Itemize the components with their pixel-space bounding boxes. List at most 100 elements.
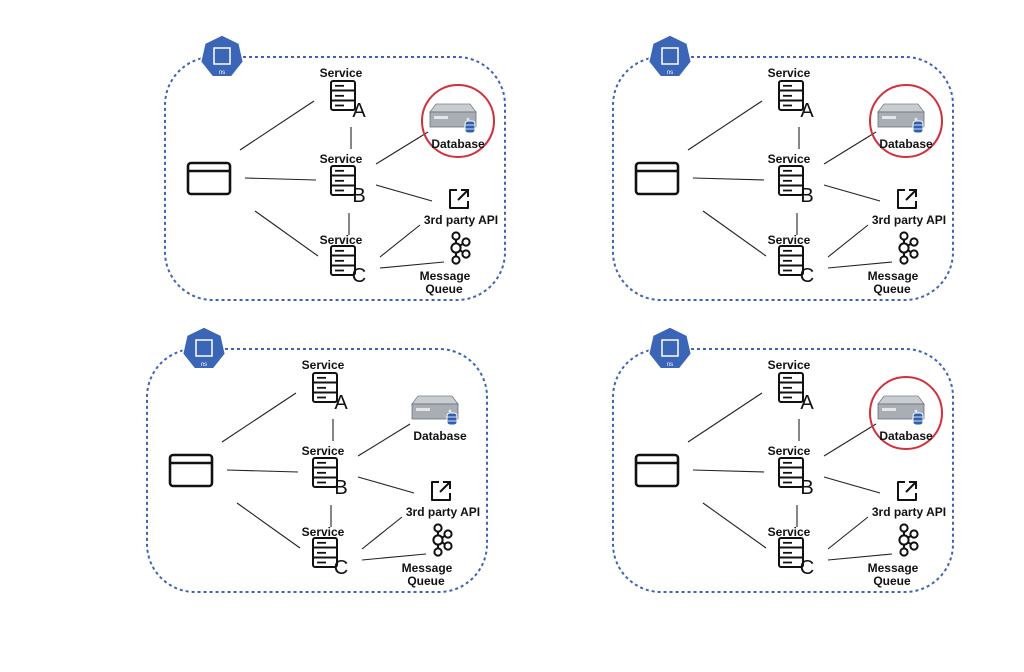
drive-bay (882, 408, 896, 411)
service-c-icon[interactable] (778, 537, 804, 568)
namespace-boundary (146, 348, 488, 593)
service-a-label: Service (320, 66, 363, 80)
client-to-service-a (239, 100, 315, 151)
browser-window-icon[interactable] (168, 453, 214, 488)
service-a-label: Service (302, 358, 345, 372)
browser-window-icon[interactable] (634, 161, 680, 196)
external-link-icon[interactable] (449, 189, 469, 209)
namespace-label: ns (667, 70, 673, 76)
kafka-node (899, 547, 909, 557)
message-queue-label-1: Message (868, 561, 919, 575)
kafka-icon[interactable] (432, 523, 453, 557)
browser-window-icon[interactable] (186, 161, 232, 196)
kafka-node (433, 547, 443, 557)
kubernetes-namespace-icon (181, 326, 227, 370)
service-c-to-queue (361, 553, 427, 561)
window-frame (634, 453, 680, 488)
external-link-icon[interactable] (897, 189, 917, 209)
service-c-id: C (800, 557, 814, 579)
service-a-icon[interactable] (778, 372, 804, 403)
kafka-node (909, 541, 919, 551)
third-party-api-label: 3rd party API (406, 505, 480, 519)
kafka-node (909, 249, 919, 259)
service-b-icon[interactable] (778, 457, 804, 488)
power-led (914, 117, 918, 121)
client-to-service-c (702, 210, 767, 257)
service-c-icon[interactable] (778, 245, 804, 276)
service-b-to-database (375, 131, 429, 165)
service-b-icon[interactable] (312, 457, 338, 488)
namespace-boundary (612, 56, 954, 301)
database-highlight-ring (869, 376, 943, 450)
service-c-icon[interactable] (330, 245, 356, 276)
service-c-to-api (379, 224, 421, 258)
db-cylinder-icon (912, 412, 924, 426)
service-b-label: Service (768, 152, 811, 166)
external-link-frame (449, 189, 469, 209)
db-cylinder-icon (912, 120, 924, 134)
kafka-icon[interactable] (898, 523, 919, 557)
service-b-to-api (823, 476, 881, 494)
namespace-square (661, 47, 679, 65)
service-c-to-queue (827, 553, 893, 561)
external-link-icon[interactable] (897, 481, 917, 501)
kafka-node (898, 242, 910, 254)
service-c-label: Service (302, 525, 345, 539)
kafka-node (899, 255, 909, 265)
namespace-label: ns (219, 70, 225, 76)
service-a-icon[interactable] (312, 372, 338, 403)
third-party-api-label: 3rd party API (424, 213, 498, 227)
kafka-node (432, 534, 444, 546)
database-server-icon[interactable] (429, 103, 477, 134)
service-a-icon[interactable] (778, 80, 804, 111)
service-c-icon[interactable] (312, 537, 338, 568)
kafka-node (909, 529, 919, 539)
database-label: Database (413, 429, 467, 443)
server-frame (330, 245, 356, 276)
service-a-icon[interactable] (330, 80, 356, 111)
external-link-arrow (457, 189, 469, 201)
client-to-service-a (687, 392, 763, 443)
database-server-icon[interactable] (877, 103, 925, 134)
kafka-node (461, 237, 471, 247)
kubernetes-namespace-icon (199, 34, 245, 78)
kafka-node (461, 249, 471, 259)
database-server-icon[interactable] (877, 395, 925, 426)
namespace-square (213, 47, 231, 65)
database-server-icon[interactable] (411, 395, 459, 426)
service-c-to-api (827, 224, 869, 258)
service-a-label: Service (768, 66, 811, 80)
service-b-label: Service (302, 444, 345, 458)
server-frame (778, 372, 804, 403)
server-frame (312, 537, 338, 568)
service-b-to-api (375, 184, 433, 202)
database-label: Database (879, 137, 933, 151)
service-b-icon[interactable] (330, 165, 356, 196)
client-to-service-c (236, 502, 301, 549)
browser-window-icon[interactable] (634, 453, 680, 488)
service-b-id: B (800, 477, 813, 499)
kafka-icon[interactable] (450, 231, 471, 265)
service-a-id: A (800, 100, 814, 122)
server-top (877, 395, 925, 405)
namespace-square (661, 339, 679, 357)
kafka-node (451, 231, 461, 241)
drive-bay (416, 408, 430, 411)
service-b-icon[interactable] (778, 165, 804, 196)
server-frame (330, 80, 356, 111)
external-link-frame (897, 481, 917, 501)
external-link-icon[interactable] (431, 481, 451, 501)
third-party-api-label: 3rd party API (872, 213, 946, 227)
kafka-icon[interactable] (898, 231, 919, 265)
message-queue-label-1: Message (420, 269, 471, 283)
namespace-boundary (164, 56, 506, 301)
client-to-service-a (221, 392, 297, 443)
server-frame (778, 245, 804, 276)
service-c-id: C (334, 557, 348, 579)
server-top (429, 103, 477, 113)
server-frame (312, 457, 338, 488)
service-c-to-api (827, 516, 869, 550)
server-front (877, 403, 925, 420)
